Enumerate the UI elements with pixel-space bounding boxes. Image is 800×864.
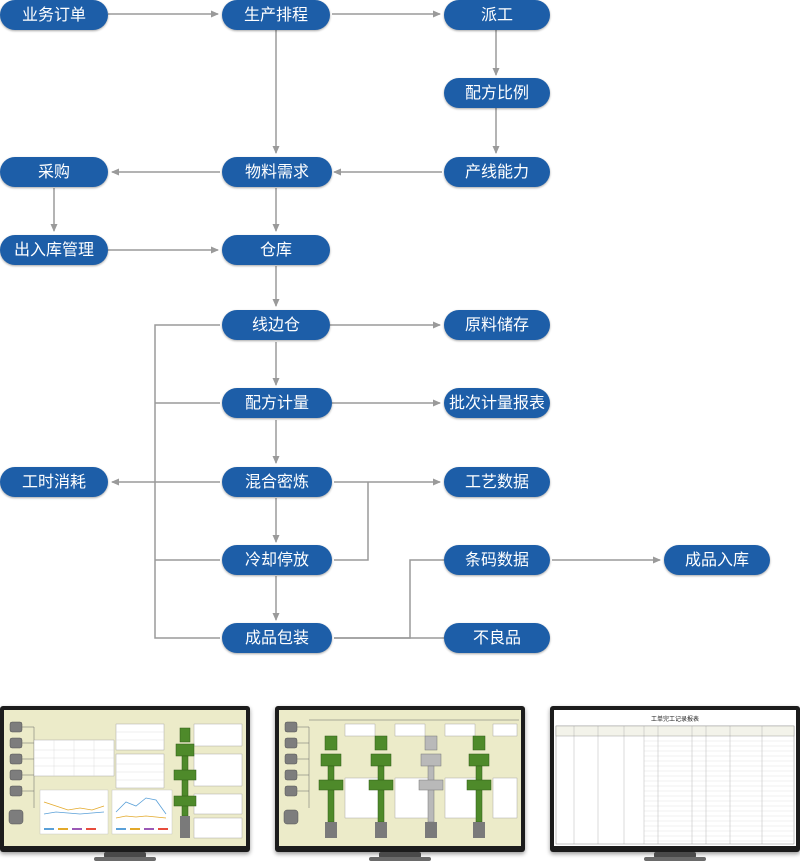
node-warehouse: 仓库 xyxy=(222,235,330,265)
dashboard-screen xyxy=(4,710,246,846)
node-purchase: 采购 xyxy=(0,157,108,187)
monitor-report: 工单完工记录报表 xyxy=(550,706,800,852)
node-barcode-data: 条码数据 xyxy=(444,545,550,575)
monitor-report-base xyxy=(644,857,706,861)
monitor-production-line-stand xyxy=(379,852,421,858)
monitor-report-stand xyxy=(654,852,696,858)
report-table-illustration xyxy=(555,725,795,845)
node-work-hours: 工时消耗 xyxy=(0,467,108,497)
dashboard-illustration xyxy=(8,721,243,839)
node-defective: 不良品 xyxy=(444,623,550,653)
node-recipe-ratio: 配方比例 xyxy=(444,78,550,108)
packaging-to-barcode-connector xyxy=(334,559,444,639)
node-mixing: 混合密炼 xyxy=(222,467,332,497)
node-packaging: 成品包装 xyxy=(222,623,332,653)
monitor-production-line xyxy=(275,706,525,852)
monitor-dashboard-stand xyxy=(104,852,146,858)
node-raw-storage: 原料储存 xyxy=(444,310,550,340)
production-line-illustration xyxy=(283,719,519,838)
node-schedule: 生产排程 xyxy=(222,0,330,30)
node-capacity: 产线能力 xyxy=(444,157,550,187)
node-recipe-metering: 配方计量 xyxy=(222,388,332,418)
production-line-screen xyxy=(279,710,521,846)
monitor-dashboard-base xyxy=(94,857,156,861)
cooling-to-process-data-connector xyxy=(334,482,369,561)
node-finished-inbound: 成品入库 xyxy=(664,545,770,575)
monitor-dashboard xyxy=(0,706,250,852)
node-dispatch: 派工 xyxy=(444,0,550,30)
monitor-production-line-base xyxy=(369,857,431,861)
node-line-warehouse: 线边仓 xyxy=(222,310,330,340)
node-cooling: 冷却停放 xyxy=(222,545,332,575)
node-process-data: 工艺数据 xyxy=(444,467,550,497)
node-batch-report: 批次计量报表 xyxy=(444,388,550,418)
report-title: 工单完工记录报表 xyxy=(650,716,699,723)
node-order: 业务订单 xyxy=(0,0,108,30)
process-flow-diagram xyxy=(50,10,661,639)
node-material-demand: 物料需求 xyxy=(222,157,332,187)
node-inout-mgmt: 出入库管理 xyxy=(0,235,108,265)
report-screen: 工单完工记录报表 xyxy=(554,710,796,846)
